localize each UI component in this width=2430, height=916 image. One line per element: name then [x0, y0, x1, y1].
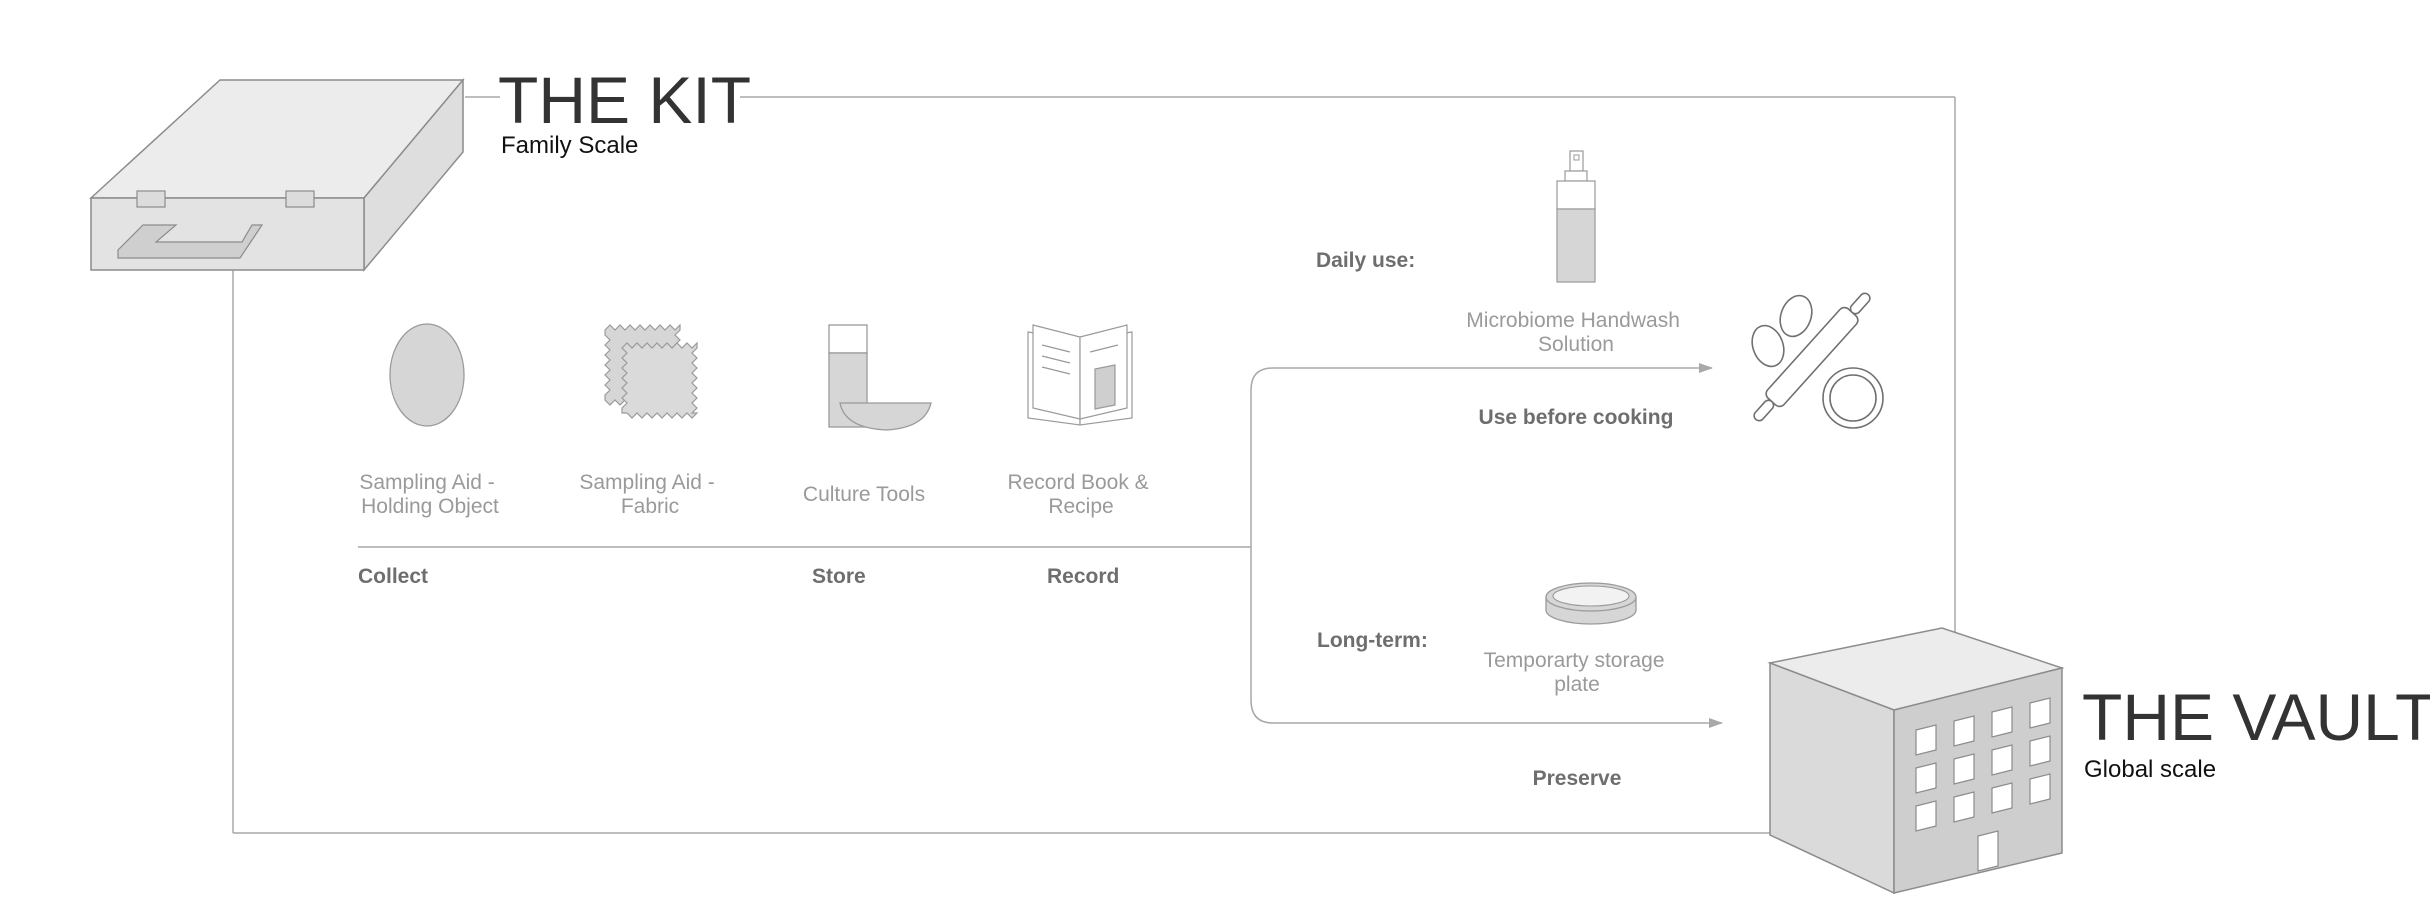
petri-dish-icon [1545, 582, 1637, 625]
item-record-book: Record Book & Recipe [1007, 324, 1154, 518]
kit-frame [232, 96, 1956, 834]
stage-preserve: Preserve [1533, 767, 1622, 790]
item-label-holding-object: Sampling Aid - Holding Object [359, 471, 500, 518]
briefcase-icon [89, 77, 465, 273]
vault-title: THE VAULT [2082, 680, 2430, 754]
fabric-swatch-icon [604, 323, 699, 419]
culture-tools-icon [828, 324, 932, 431]
stage-use-before-cooking: Use before cooking [1479, 406, 1674, 429]
stage-record: Record [1047, 565, 1119, 588]
stage-collect: Collect [358, 565, 428, 588]
oval-sampler-icon [389, 323, 465, 427]
spray-bottle-icon [1556, 150, 1596, 283]
process-timeline [358, 363, 1723, 728]
stage-store: Store [812, 565, 866, 588]
item-label-record-book: Record Book & Recipe [1007, 471, 1154, 518]
item-label-culture-tools: Culture Tools [803, 483, 925, 506]
kit-subtitle: Family Scale [501, 132, 638, 159]
kit-title: THE KIT [498, 63, 751, 137]
baking-icon [1751, 292, 1884, 429]
item-label-handwash: Microbiome Handwash Solution [1466, 309, 1685, 356]
vault-subtitle: Global scale [2084, 756, 2216, 783]
item-label-storage-plate: Temporarty storage plate [1484, 649, 1671, 696]
item-culture-tools: Culture Tools [803, 324, 932, 506]
vault-heading: THE VAULT Global scale [2082, 680, 2430, 783]
stage-daily-use: Daily use: [1316, 249, 1415, 272]
building-icon [1767, 627, 2065, 895]
stage-long-term: Long-term: [1317, 629, 1428, 652]
record-book-icon [1027, 324, 1133, 426]
item-fabric: Sampling Aid - Fabric [579, 323, 720, 518]
kit-heading: THE KIT Family Scale [498, 63, 751, 159]
long-term-arrow [1250, 547, 1723, 728]
item-holding-object: Sampling Aid - Holding Object [359, 323, 500, 518]
daily-use-arrow [1250, 363, 1713, 547]
item-label-fabric: Sampling Aid - Fabric [579, 471, 720, 518]
